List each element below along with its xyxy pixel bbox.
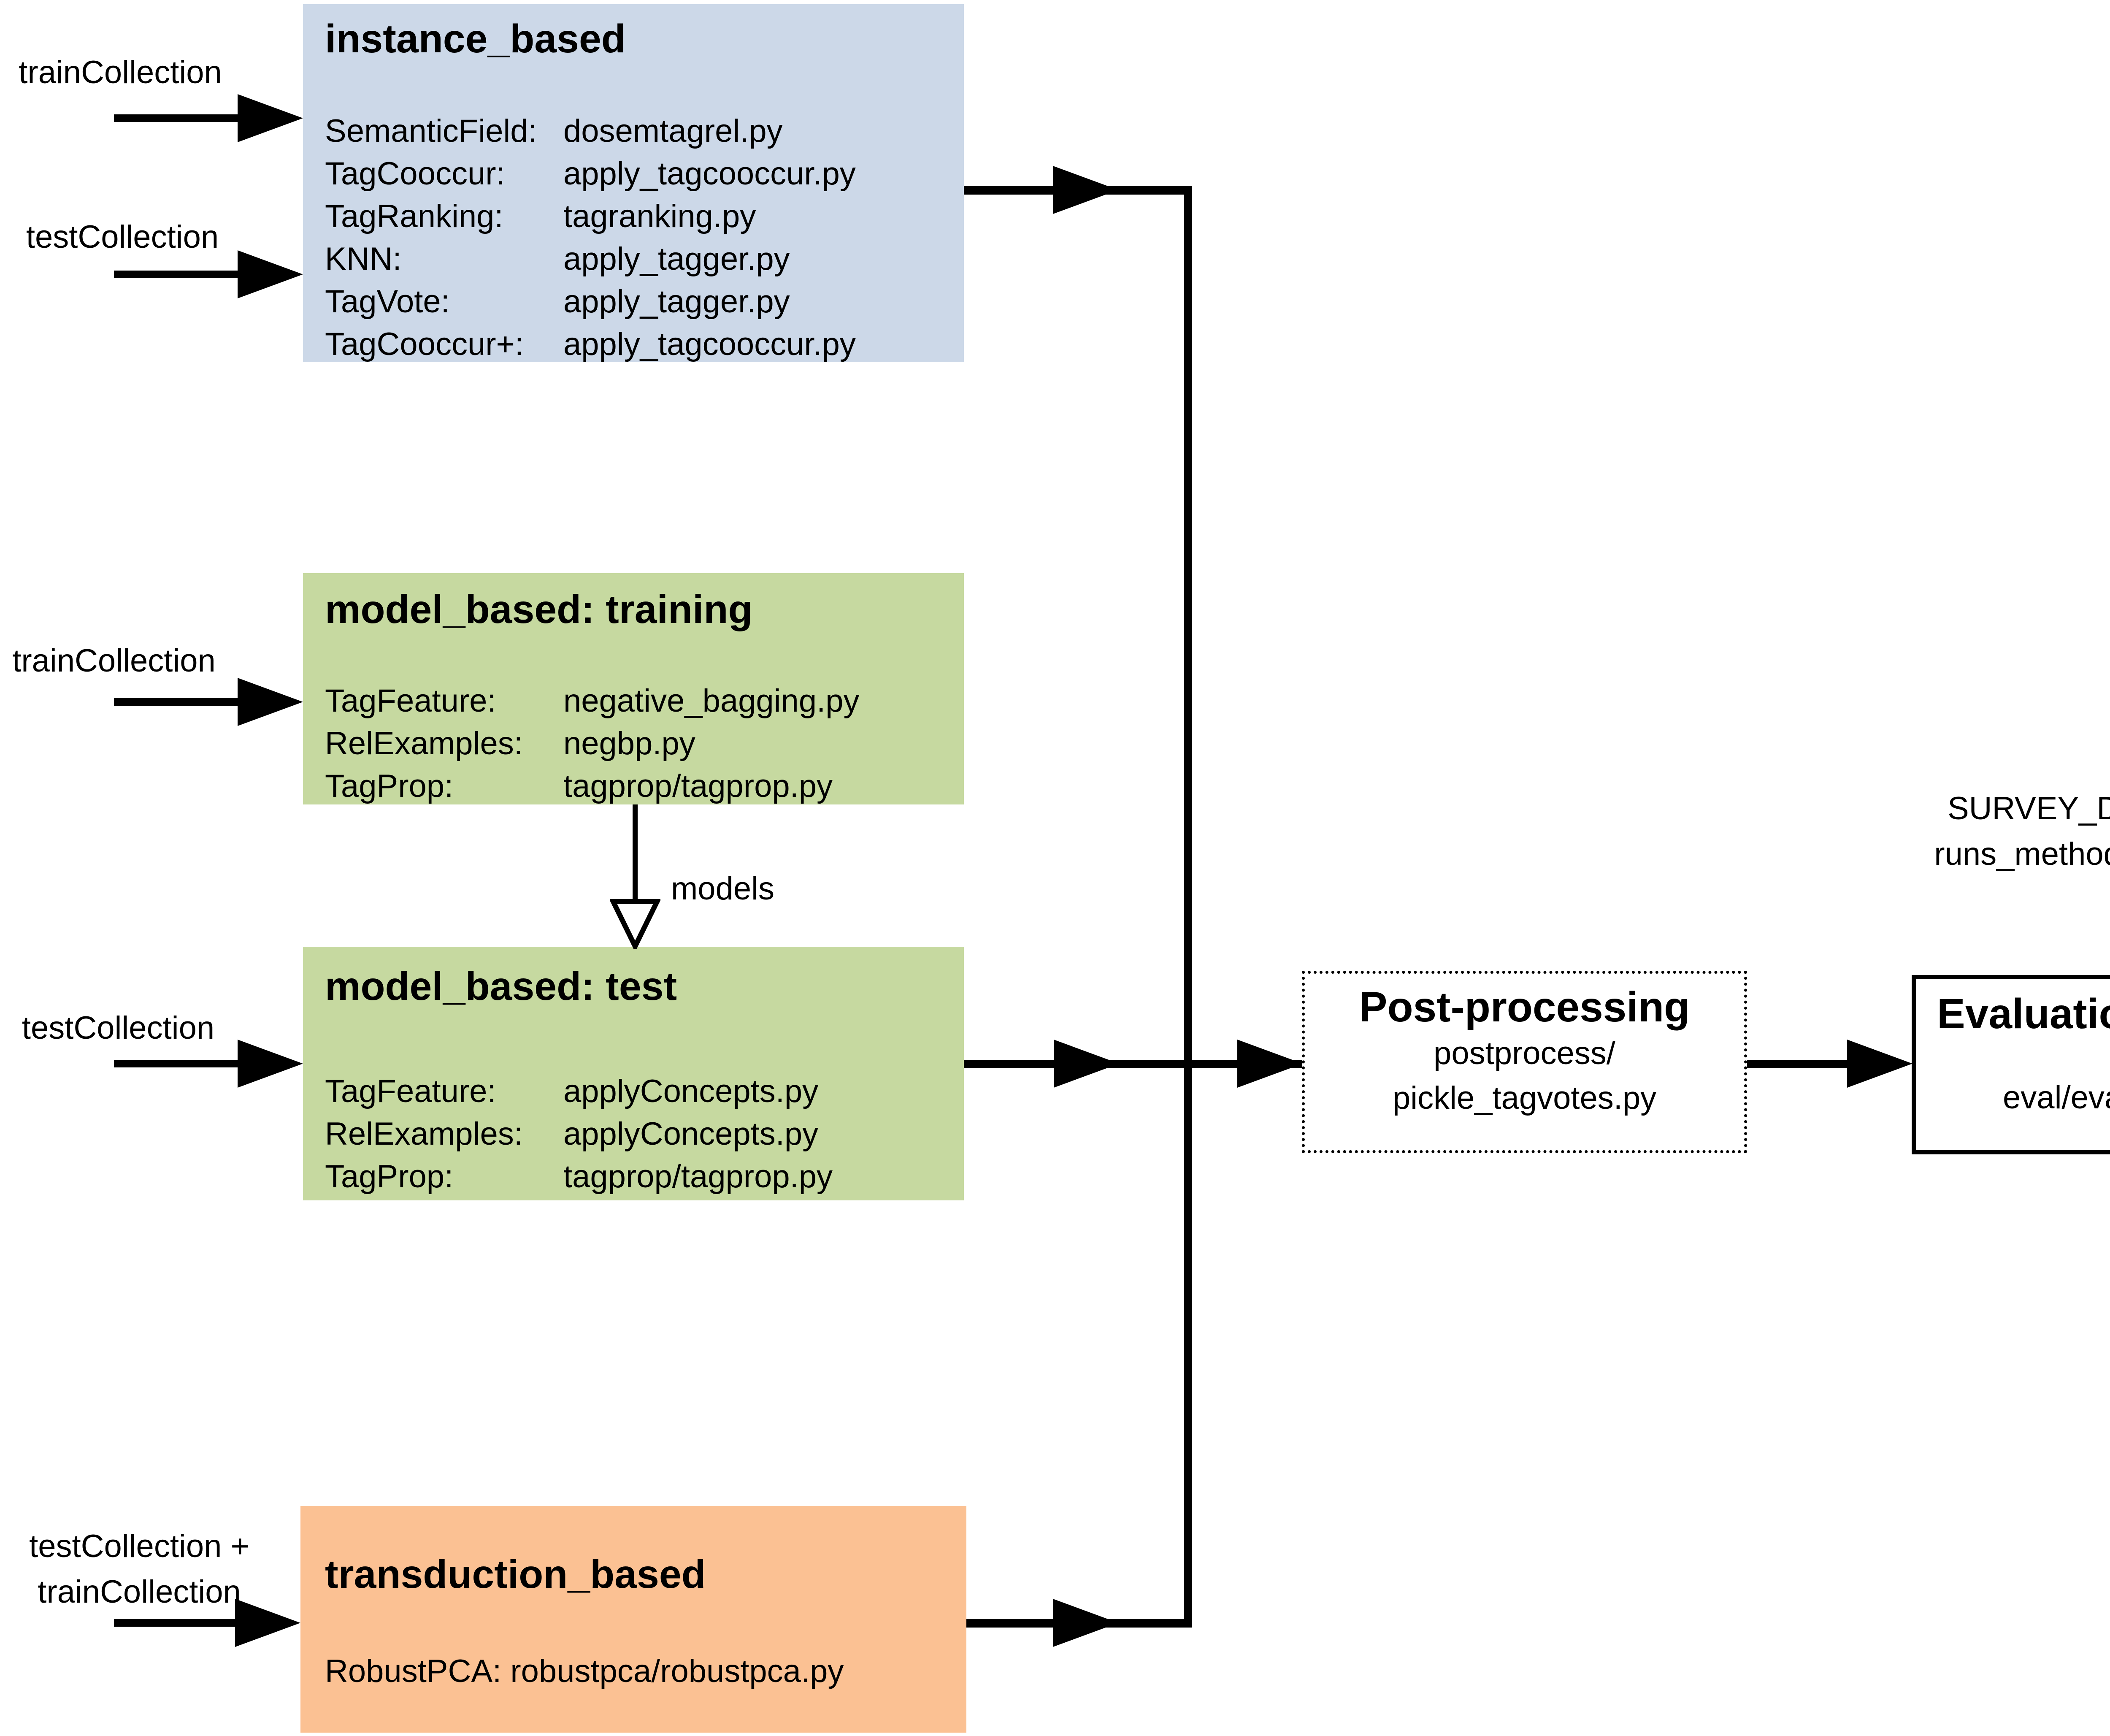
method-row: RelExamples: applyConcepts.py: [325, 1113, 833, 1155]
method-row: TagFeature: negative_bagging.py: [325, 680, 859, 722]
models-arrow-shaft: [633, 804, 638, 903]
label-traincollection-2: trainCollection: [12, 643, 216, 679]
evaluation-title: Evaluation: [1937, 990, 2110, 1037]
method-name: RelExamples:: [325, 1116, 523, 1152]
label-testcollection-plus-traincollection: testCollection + trainCollection: [15, 1524, 264, 1615]
label-testcollection-1: testCollection: [26, 219, 219, 255]
transduction-title: transduction_based: [325, 1552, 706, 1597]
test-output-shaft: [964, 1060, 1302, 1068]
method-name: TagFeature:: [325, 1073, 496, 1109]
method-row: RelExamples: negbp.py: [325, 722, 859, 765]
post-to-eval-arrowhead-icon: [1847, 1040, 1913, 1088]
label-traincollection-1: trainCollection: [19, 54, 222, 90]
method-name: TagFeature:: [325, 683, 496, 719]
method-script: tagprop/tagprop.py: [563, 768, 833, 804]
label-eval-input-file: SURVEY_DATA/eval_output/ runs_method_tes…: [1859, 786, 2110, 877]
method-name: KNN:: [325, 241, 402, 277]
method-script: apply_tagcooccur.py: [563, 326, 856, 362]
method-row: TagVote: apply_tagger.py: [325, 280, 856, 323]
test-output-arrowhead-icon: [1054, 1040, 1119, 1088]
combo-label-line1: testCollection +: [29, 1528, 249, 1564]
arrow-test1-shaft: [114, 271, 245, 278]
evaluation-script: eval/eval_pickle.sh: [2003, 1080, 2110, 1116]
method-row: SemanticField: dosemtagrel.py: [325, 110, 856, 152]
model-training-title: model_based: training: [325, 587, 753, 632]
post-processing-title: Post-processing: [1359, 983, 1690, 1031]
arrow-train1-arrowhead-icon: [238, 94, 303, 142]
method-row: TagCooccur+: apply_tagcooccur.py: [325, 323, 856, 366]
arrow-train2-arrowhead-icon: [238, 678, 303, 726]
method-name: RobustPCA:: [325, 1653, 502, 1689]
method-row: TagProp: tagprop/tagprop.py: [325, 1155, 833, 1198]
method-name: SemanticField:: [325, 113, 537, 149]
arrow-train2-shaft: [114, 698, 245, 706]
method-row: TagProp: tagprop/tagprop.py: [325, 765, 859, 807]
post-to-eval-shaft: [1747, 1060, 1857, 1068]
arrow-test1-arrowhead-icon: [238, 250, 303, 298]
merge-bus-line: [1184, 186, 1192, 1628]
post-processing-path-line1: postprocess/: [1434, 1035, 1615, 1071]
eval-input-file-line1: SURVEY_DATA/eval_output/: [1947, 791, 2110, 826]
method-script: applyConcepts.py: [563, 1073, 819, 1109]
method-script: robustpca/robustpca.py: [510, 1653, 844, 1689]
models-open-arrowhead-icon: [610, 899, 660, 949]
method-name: TagCooccur:: [325, 156, 505, 192]
method-script: negbp.py: [563, 726, 695, 761]
method-name: TagCooccur+:: [325, 326, 524, 362]
method-script: apply_tagcooccur.py: [563, 156, 856, 192]
method-name: TagProp:: [325, 1159, 454, 1194]
arrow-combo-shaft: [114, 1619, 243, 1627]
method-script: tagranking.py: [563, 198, 756, 234]
postprocessing-input-arrowhead-icon: [1237, 1040, 1303, 1088]
method-script: apply_tagger.py: [563, 284, 790, 320]
label-testcollection-2: testCollection: [22, 1010, 215, 1046]
method-row: TagCooccur: apply_tagcooccur.py: [325, 152, 856, 195]
method-row: TagFeature: applyConcepts.py: [325, 1070, 833, 1113]
method-row: KNN: apply_tagger.py: [325, 238, 856, 280]
instance-based-title: instance_based: [325, 16, 626, 61]
box-post-processing: Post-processing postprocess/ pickle_tagv…: [1302, 971, 1747, 1153]
method-script: dosemtagrel.py: [563, 113, 783, 149]
arrow-test2-shaft: [114, 1060, 245, 1067]
method-name: TagProp:: [325, 768, 454, 804]
method-script: applyConcepts.py: [563, 1116, 819, 1152]
method-script: apply_tagger.py: [563, 241, 790, 277]
arrow-combo-arrowhead-icon: [235, 1599, 300, 1647]
method-script: negative_bagging.py: [563, 683, 860, 719]
method-name: TagVote:: [325, 284, 450, 320]
box-model-based-training: model_based: training TagFeature: negati…: [303, 573, 964, 804]
method-name: TagRanking:: [325, 198, 503, 234]
box-evaluation: Evaluation eval/eval_pickle.sh: [1912, 975, 2110, 1154]
method-row: TagRanking: tagranking.py: [325, 195, 856, 238]
method-name: RelExamples:: [325, 726, 523, 761]
box-transduction-based: transduction_based RobustPCA: robustpca/…: [300, 1506, 966, 1733]
box-instance-based: instance_based SemanticField: dosemtagre…: [303, 4, 964, 362]
post-processing-path-line2: pickle_tagvotes.py: [1392, 1080, 1657, 1116]
box-model-based-test: model_based: test TagFeature: applyConce…: [303, 947, 964, 1200]
combo-label-line2: trainCollection: [38, 1574, 241, 1610]
arrow-test2-arrowhead-icon: [238, 1040, 303, 1088]
label-models: models: [671, 871, 774, 907]
instance-output-arrowhead-icon: [1053, 166, 1118, 214]
eval-input-file-line2: runs_method_testCollection.txt: [1934, 836, 2110, 872]
method-row: RobustPCA: robustpca/robustpca.py: [325, 1653, 844, 1690]
model-test-title: model_based: test: [325, 964, 677, 1009]
arrow-train1-shaft: [114, 114, 245, 122]
method-script: tagprop/tagprop.py: [563, 1159, 833, 1194]
transduction-output-arrowhead-icon: [1053, 1599, 1118, 1647]
